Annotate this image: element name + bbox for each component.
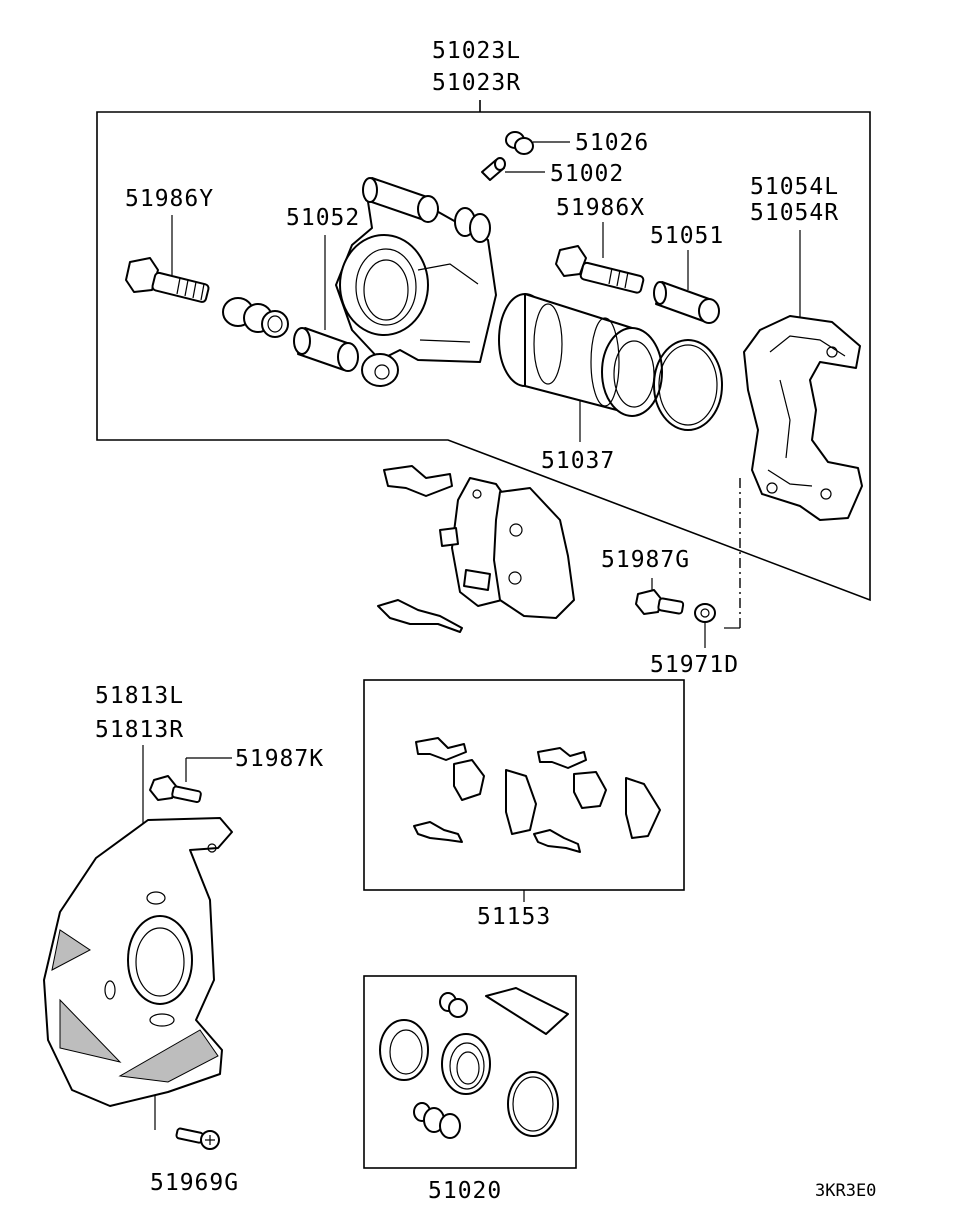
label-bleeder-cap: 51026 bbox=[575, 130, 649, 156]
anti-squeal-shim-icon bbox=[439, 527, 491, 591]
label-bolt-y: 51986Y bbox=[125, 186, 214, 212]
label-slide-pin: 51051 bbox=[650, 223, 724, 249]
label-mounting-bolt: 51987G bbox=[601, 547, 690, 573]
label-cylinder-slide-pin: 51052 bbox=[286, 205, 360, 231]
caliper-mounting-icon bbox=[743, 315, 863, 521]
seal-kit-box bbox=[363, 975, 577, 1169]
pad-wear-indicator-icon bbox=[377, 599, 463, 633]
boot-icon bbox=[222, 297, 289, 338]
bolt-51986y-icon bbox=[125, 257, 210, 303]
label-caliper-assembly-l: 51023L bbox=[432, 38, 521, 64]
label-dust-cover-l: 51813L bbox=[95, 683, 184, 709]
mounting-bolt-icon bbox=[635, 589, 685, 615]
dust-cover-screw-icon bbox=[175, 1127, 220, 1150]
label-bolt-x: 51986X bbox=[556, 195, 645, 221]
pad-kit-box bbox=[363, 679, 685, 891]
bleeder-cap-icon bbox=[505, 131, 534, 155]
label-caliper-assembly-r: 51023R bbox=[432, 70, 521, 96]
label-washer: 51971D bbox=[650, 652, 739, 678]
label-piston: 51037 bbox=[541, 448, 615, 474]
label-dust-cover-r: 51813R bbox=[95, 717, 184, 743]
pad-support-plate-upper-icon bbox=[383, 465, 453, 497]
brake-pad-outer-icon bbox=[493, 487, 575, 619]
cylinder-slide-pin-icon bbox=[293, 327, 359, 372]
bush-icon bbox=[454, 207, 491, 243]
slide-pin-icon bbox=[653, 281, 720, 324]
label-pad-kit: 51153 bbox=[477, 904, 551, 930]
diagram-code: 3KR3E0 bbox=[815, 1181, 876, 1201]
label-bleeder-plug: 51002 bbox=[550, 161, 624, 187]
label-mounting-r: 51054R bbox=[750, 200, 839, 226]
dust-cover-bolt-icon bbox=[149, 775, 202, 804]
disc-brake-dust-cover-icon bbox=[43, 817, 233, 1107]
bleeder-plug-icon bbox=[481, 157, 506, 181]
caliper-assembly-frame bbox=[96, 100, 871, 602]
piston-icon bbox=[498, 293, 723, 431]
washer-icon bbox=[694, 603, 716, 623]
bolt-51986x-icon bbox=[555, 245, 645, 294]
label-dust-cover-screw: 51969G bbox=[150, 1170, 239, 1196]
label-mounting-l: 51054L bbox=[750, 174, 839, 200]
label-seal-kit: 51020 bbox=[428, 1178, 502, 1204]
label-dust-cover-bolt: 51987K bbox=[235, 746, 324, 772]
